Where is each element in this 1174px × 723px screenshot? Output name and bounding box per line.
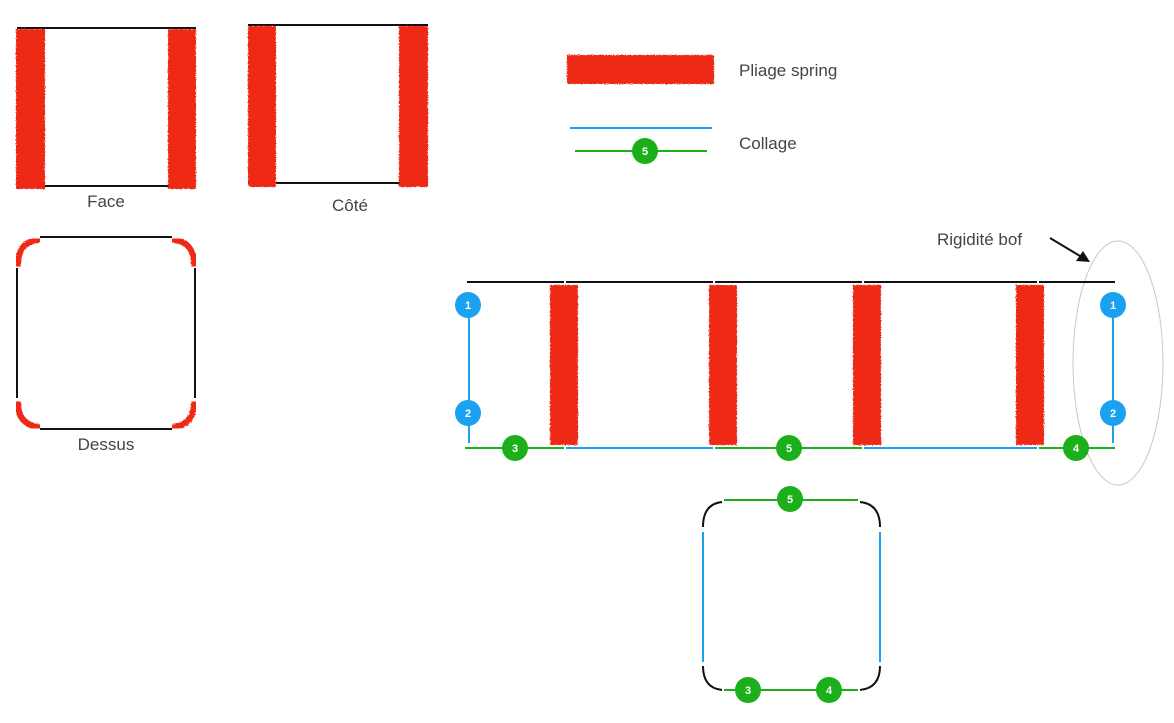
legend-fold-swatch xyxy=(567,55,714,84)
dessus-view: Dessus xyxy=(15,236,197,454)
fold-band xyxy=(16,29,45,189)
bottom-panel: 5 3 4 xyxy=(702,486,881,703)
glue-badge xyxy=(1063,435,1089,461)
glue-badge-number: 1 xyxy=(465,300,471,312)
glue-badge-number: 4 xyxy=(1073,443,1080,455)
fold-band xyxy=(1016,285,1044,445)
glue-badge-number: 5 xyxy=(787,494,793,506)
face-view: Face xyxy=(16,27,196,211)
annotation-arrow-shaft xyxy=(1049,237,1086,260)
cote-view: Côté xyxy=(248,24,428,215)
dessus-label: Dessus xyxy=(78,435,135,454)
unfolded-pattern: 1 2 1 2 3 5 4 xyxy=(455,281,1126,461)
glue-badge xyxy=(455,292,481,318)
annotation-ellipse xyxy=(1072,240,1164,486)
fold-band xyxy=(853,285,881,445)
legend-glue-label: Collage xyxy=(739,134,797,153)
fold-band xyxy=(709,285,737,445)
glue-badge-number: 3 xyxy=(512,443,518,455)
glue-badge-number: 4 xyxy=(826,685,833,697)
glue-badge xyxy=(777,486,803,512)
fold-corner xyxy=(171,400,197,430)
bottom-panel-corner xyxy=(859,501,881,528)
glue-badge xyxy=(1100,292,1126,318)
glue-badge xyxy=(502,435,528,461)
glue-badge-number: 5 xyxy=(786,443,792,455)
annotation-arrow-head xyxy=(1076,251,1090,262)
fold-corner xyxy=(15,237,41,268)
rigidity-annotation: Rigidité bof xyxy=(937,230,1164,486)
legend-glue-badge-number: 5 xyxy=(642,146,648,158)
face-label: Face xyxy=(87,192,125,211)
fold-corner xyxy=(15,400,41,430)
glue-badge xyxy=(1100,400,1126,426)
glue-badge xyxy=(816,677,842,703)
fold-band xyxy=(399,26,428,187)
glue-badge-number: 1 xyxy=(1110,300,1116,312)
legend-fold-label: Pliage spring xyxy=(739,61,837,80)
cote-label: Côté xyxy=(332,196,368,215)
glue-badge-number: 2 xyxy=(1110,408,1116,420)
annotation-text: Rigidité bof xyxy=(937,230,1022,249)
fold-band xyxy=(168,29,196,189)
glue-badge-number: 2 xyxy=(465,408,471,420)
glue-badge xyxy=(776,435,802,461)
bottom-panel-corner xyxy=(702,501,723,528)
fold-band xyxy=(248,26,276,187)
bottom-panel-corner xyxy=(702,665,723,691)
fold-corner xyxy=(171,237,197,268)
legend-glue-badge xyxy=(632,138,658,164)
bottom-panel-corner xyxy=(859,665,881,691)
glue-badge xyxy=(735,677,761,703)
legend: Pliage spring 5 Collage xyxy=(567,55,837,164)
glue-badge xyxy=(455,400,481,426)
fold-band xyxy=(550,285,578,445)
glue-badge-number: 3 xyxy=(745,685,751,697)
